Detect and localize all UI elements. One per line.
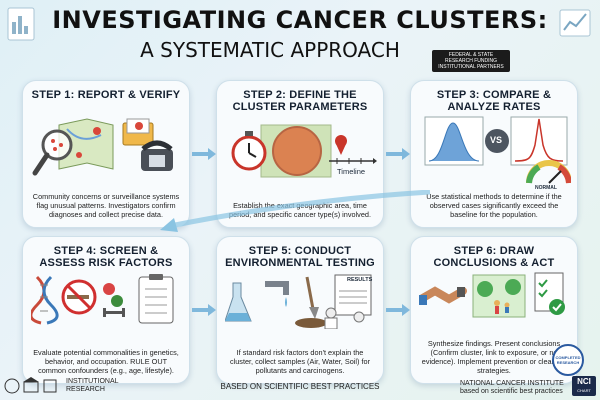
step-1-description: Community concerns or surveillance syste… — [32, 192, 180, 219]
step-6-panel: STEP 6: DRAW CONCLUSIONS & ACT Synthesiz… — [410, 236, 578, 384]
dna-no-smoking-clipboard-icon — [31, 274, 174, 325]
step-5-title: STEP 5: CONDUCT ENVIRONMENTAL TESTING — [225, 245, 375, 269]
results-label: RESULTS — [347, 277, 373, 283]
header: INVESTIGATING CANCER CLUSTERS: A SYSTEMA… — [0, 6, 600, 62]
nci-logo-text: NCI — [577, 377, 591, 386]
institutional-research-logo: INSTITUTIONAL RESEARCH — [4, 376, 126, 396]
step-3-panel: STEP 3: COMPARE & ANALYZE RATES VS NORMA… — [410, 80, 578, 228]
arrow-4-to-5-icon — [192, 304, 216, 316]
institutional-research-label: INSTITUTIONAL RESEARCH — [66, 378, 119, 393]
nci-label: NATIONAL CANCER INSTITUTE based on scien… — [460, 380, 564, 395]
handshake-park-checklist-icon — [419, 272, 565, 318]
step-5-description: If standard risk factors don't explain t… — [229, 348, 371, 375]
nci-logo-sub: CHART — [577, 388, 591, 393]
footer-tagline: BASED ON SCIENTIFIC BEST PRACTICES — [220, 382, 380, 391]
stopwatch-map-timeline-icon — [231, 124, 377, 178]
step-2-title: STEP 2: DEFINE THE CLUSTER PARAMETERS — [232, 89, 368, 113]
arrow-5-to-6-icon — [386, 304, 410, 316]
completed-research-seal: COMPLETED RESEARCH — [552, 344, 584, 376]
step-6-title: STEP 6: DRAW CONCLUSIONS & ACT — [433, 245, 555, 269]
page-subtitle: A SYSTEMATIC APPROACH — [140, 38, 400, 62]
distribution-comparison-icon — [424, 116, 571, 184]
step-6-description: Synthesize findings. Present conclusions… — [421, 339, 567, 375]
arrow-3-to-4-icon — [160, 190, 431, 232]
map-magnifier-phone-icon — [32, 118, 173, 176]
step-3-title: STEP 3: COMPARE & ANALYZE RATES — [436, 89, 552, 113]
step-4-description: Evaluate potential commonalities in gene… — [33, 348, 179, 375]
page-title: INVESTIGATING CANCER CLUSTERS: — [52, 6, 548, 34]
step-3-description: Use statistical methods to determine if … — [426, 192, 562, 219]
institution-icons — [4, 377, 57, 394]
lab-testing-icon — [225, 274, 372, 329]
nci-logo: NCI CHART — [572, 376, 596, 396]
arrow-1-to-2-icon — [192, 148, 216, 160]
vs-label: VS — [490, 135, 503, 145]
step-1-title: STEP 1: REPORT & VERIFY — [31, 89, 181, 101]
step-1-panel: STEP 1: REPORT & VERIFY Community concer… — [22, 80, 190, 228]
timeline-label: Timeline — [337, 167, 366, 176]
normal-label: NORMAL — [535, 185, 557, 191]
step-4-panel: STEP 4: SCREEN & ASSESS RISK FACTORS Eva… — [22, 236, 190, 384]
document-chart-icon — [7, 7, 35, 41]
funding-badge: FEDERAL & STATE RESEARCH FUNDING INSTITU… — [432, 50, 510, 72]
trend-chart-icon — [559, 9, 591, 37]
step-5-panel: STEP 5: CONDUCT ENVIRONMENTAL TESTING RE… — [216, 236, 384, 384]
step-4-title: STEP 4: SCREEN & ASSESS RISK FACTORS — [39, 245, 173, 269]
arrow-2-to-3-icon — [386, 148, 410, 160]
